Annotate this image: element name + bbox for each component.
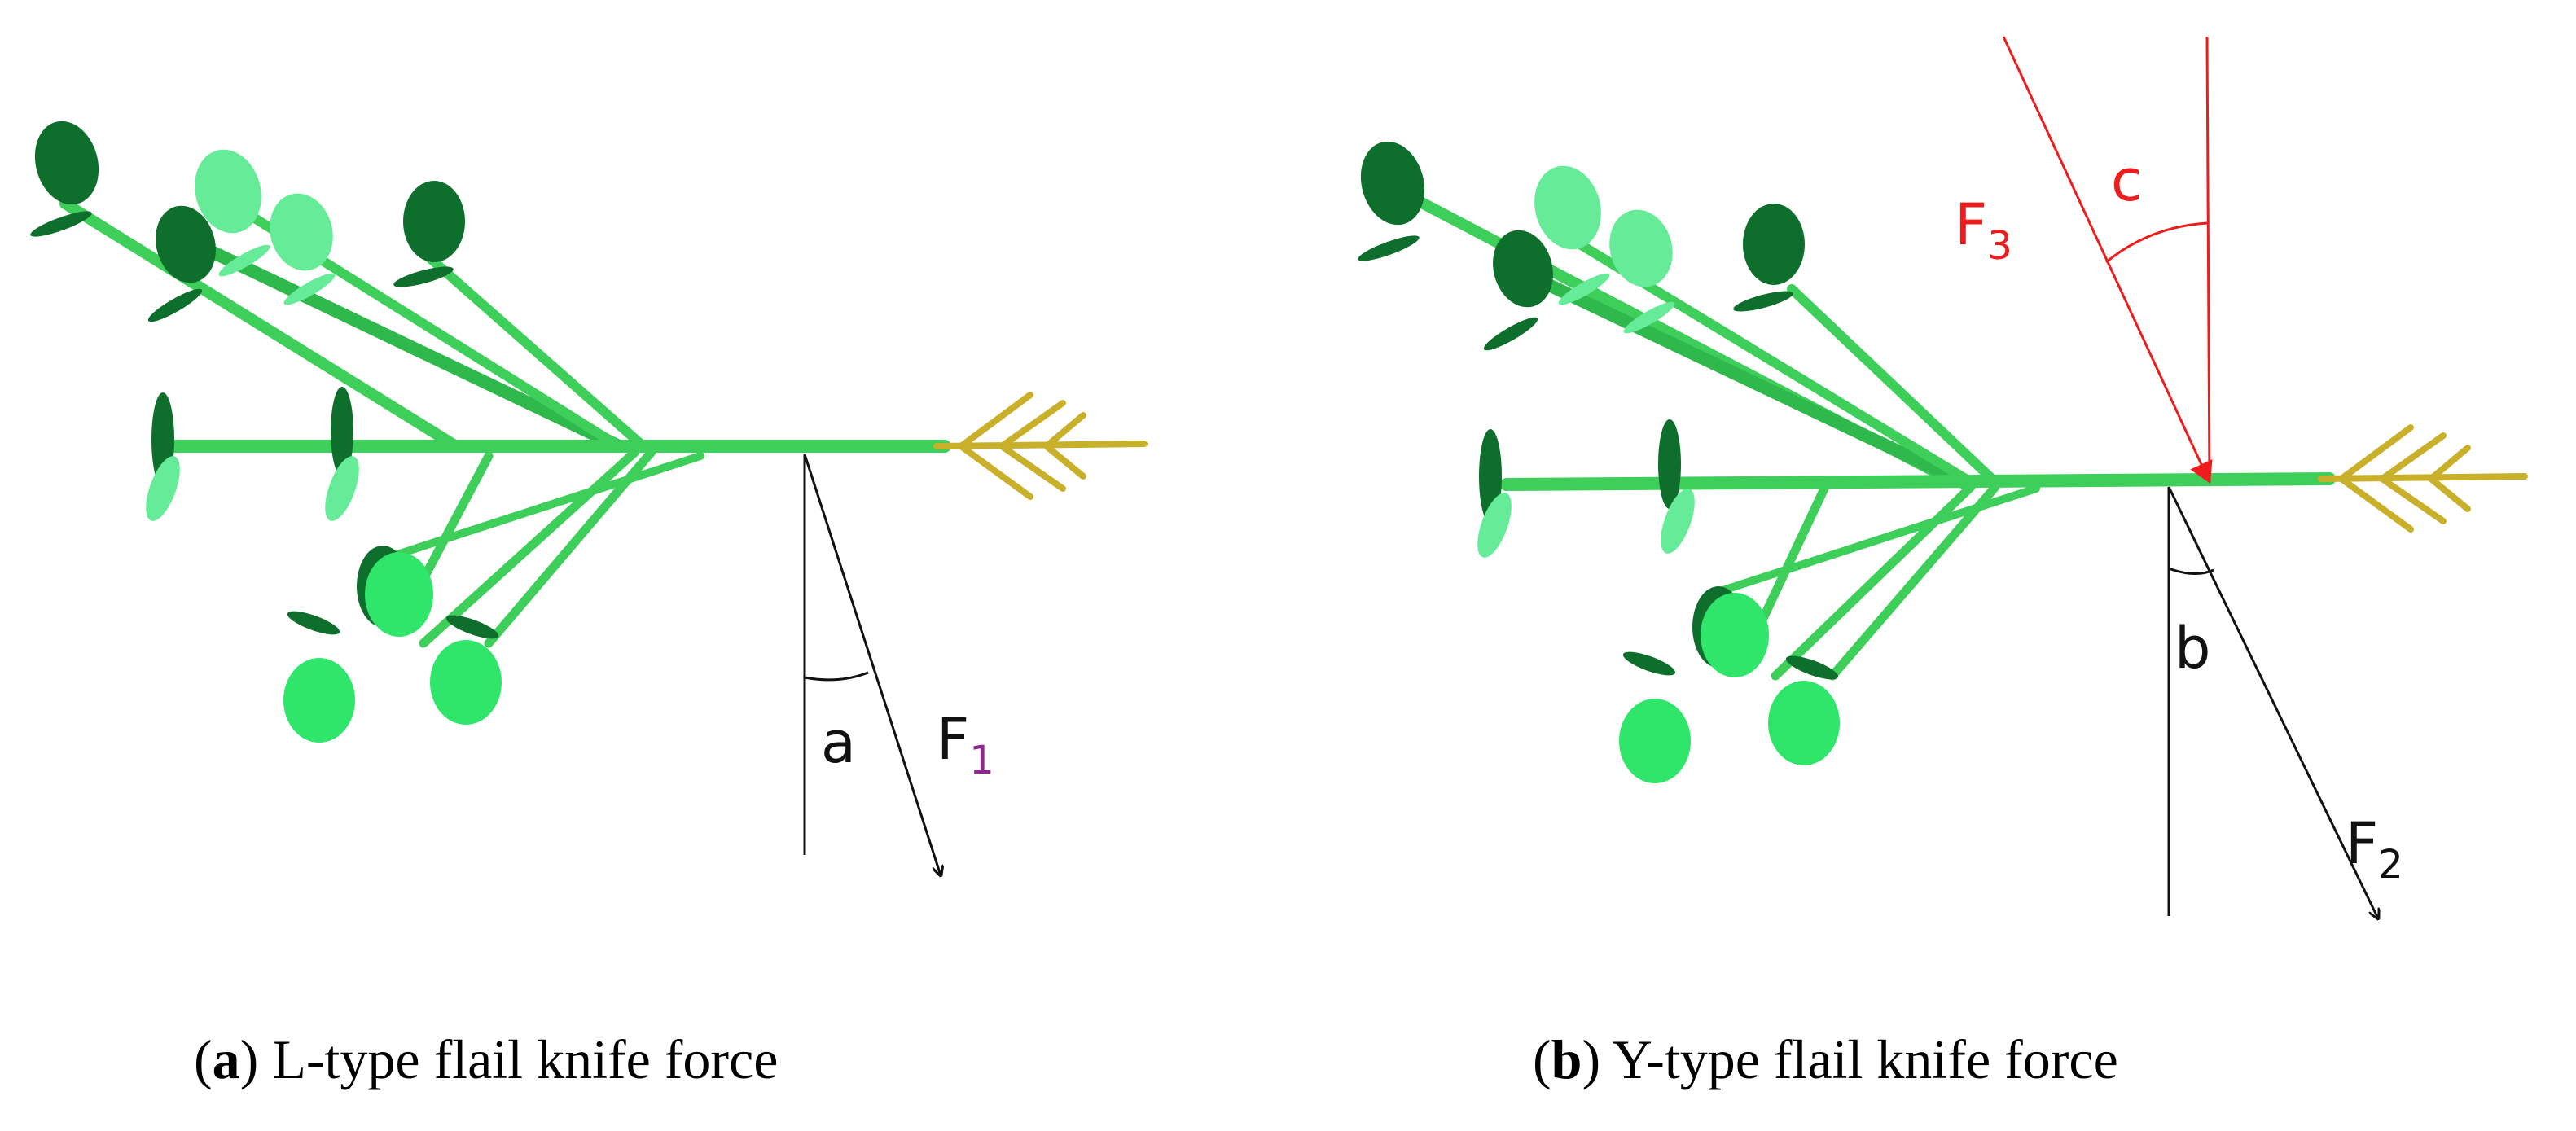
force-arrow-icon: [2167, 486, 2378, 918]
caption-panel-b: (b) Y-type flail knife force: [1533, 1028, 2118, 1092]
caption-paren-open: (: [194, 1028, 213, 1090]
angle-arc-icon: [2168, 567, 2214, 575]
caption-paren-close: ): [1582, 1028, 1601, 1090]
force-arrow-icon: [803, 454, 941, 875]
angle-label-b: b: [2174, 615, 2210, 682]
caption-letter-b: b: [1551, 1028, 1582, 1090]
angle-arc-icon: [2105, 221, 2209, 264]
caption-paren-open: (: [1533, 1028, 1551, 1090]
caption-text-b: Y-type flail knife force: [1612, 1028, 2118, 1090]
caption-panel-a: (a) L-type flail knife force: [194, 1028, 778, 1092]
plant-head: [933, 392, 1148, 500]
force-label-f3: F3: [1955, 191, 2012, 269]
plant-branch-icon: [30, 121, 1148, 743]
light-leaves: [1477, 165, 1695, 558]
plant-branch-icon: [1358, 141, 2528, 783]
plant-head: [2318, 424, 2528, 533]
force-label-f2: F2: [2346, 810, 2403, 888]
caption-letter-a: a: [212, 1028, 240, 1090]
caption-paren-close: ): [239, 1028, 259, 1090]
force-vector-f2: b F2: [2167, 486, 2403, 918]
angle-label-c: c: [2111, 147, 2143, 214]
force-vector-f1: a F1: [803, 454, 994, 875]
angle-arc-icon: [804, 671, 869, 682]
bright-leaves: [283, 552, 502, 743]
vertical-reference-line-c: [2205, 36, 2211, 483]
panel-b: c F3 b F2: [1358, 36, 2528, 918]
light-leaves: [146, 149, 359, 521]
panel-a: a F1: [30, 121, 1148, 875]
angle-label-a: a: [821, 709, 856, 776]
force-arrow-icon: [2002, 36, 2213, 484]
bright-leaves: [1619, 593, 1840, 783]
force-label-f1: F1: [937, 706, 994, 783]
force-vector-f3: c F3: [1955, 36, 2213, 484]
caption-text-a: L-type flail knife force: [272, 1028, 779, 1090]
